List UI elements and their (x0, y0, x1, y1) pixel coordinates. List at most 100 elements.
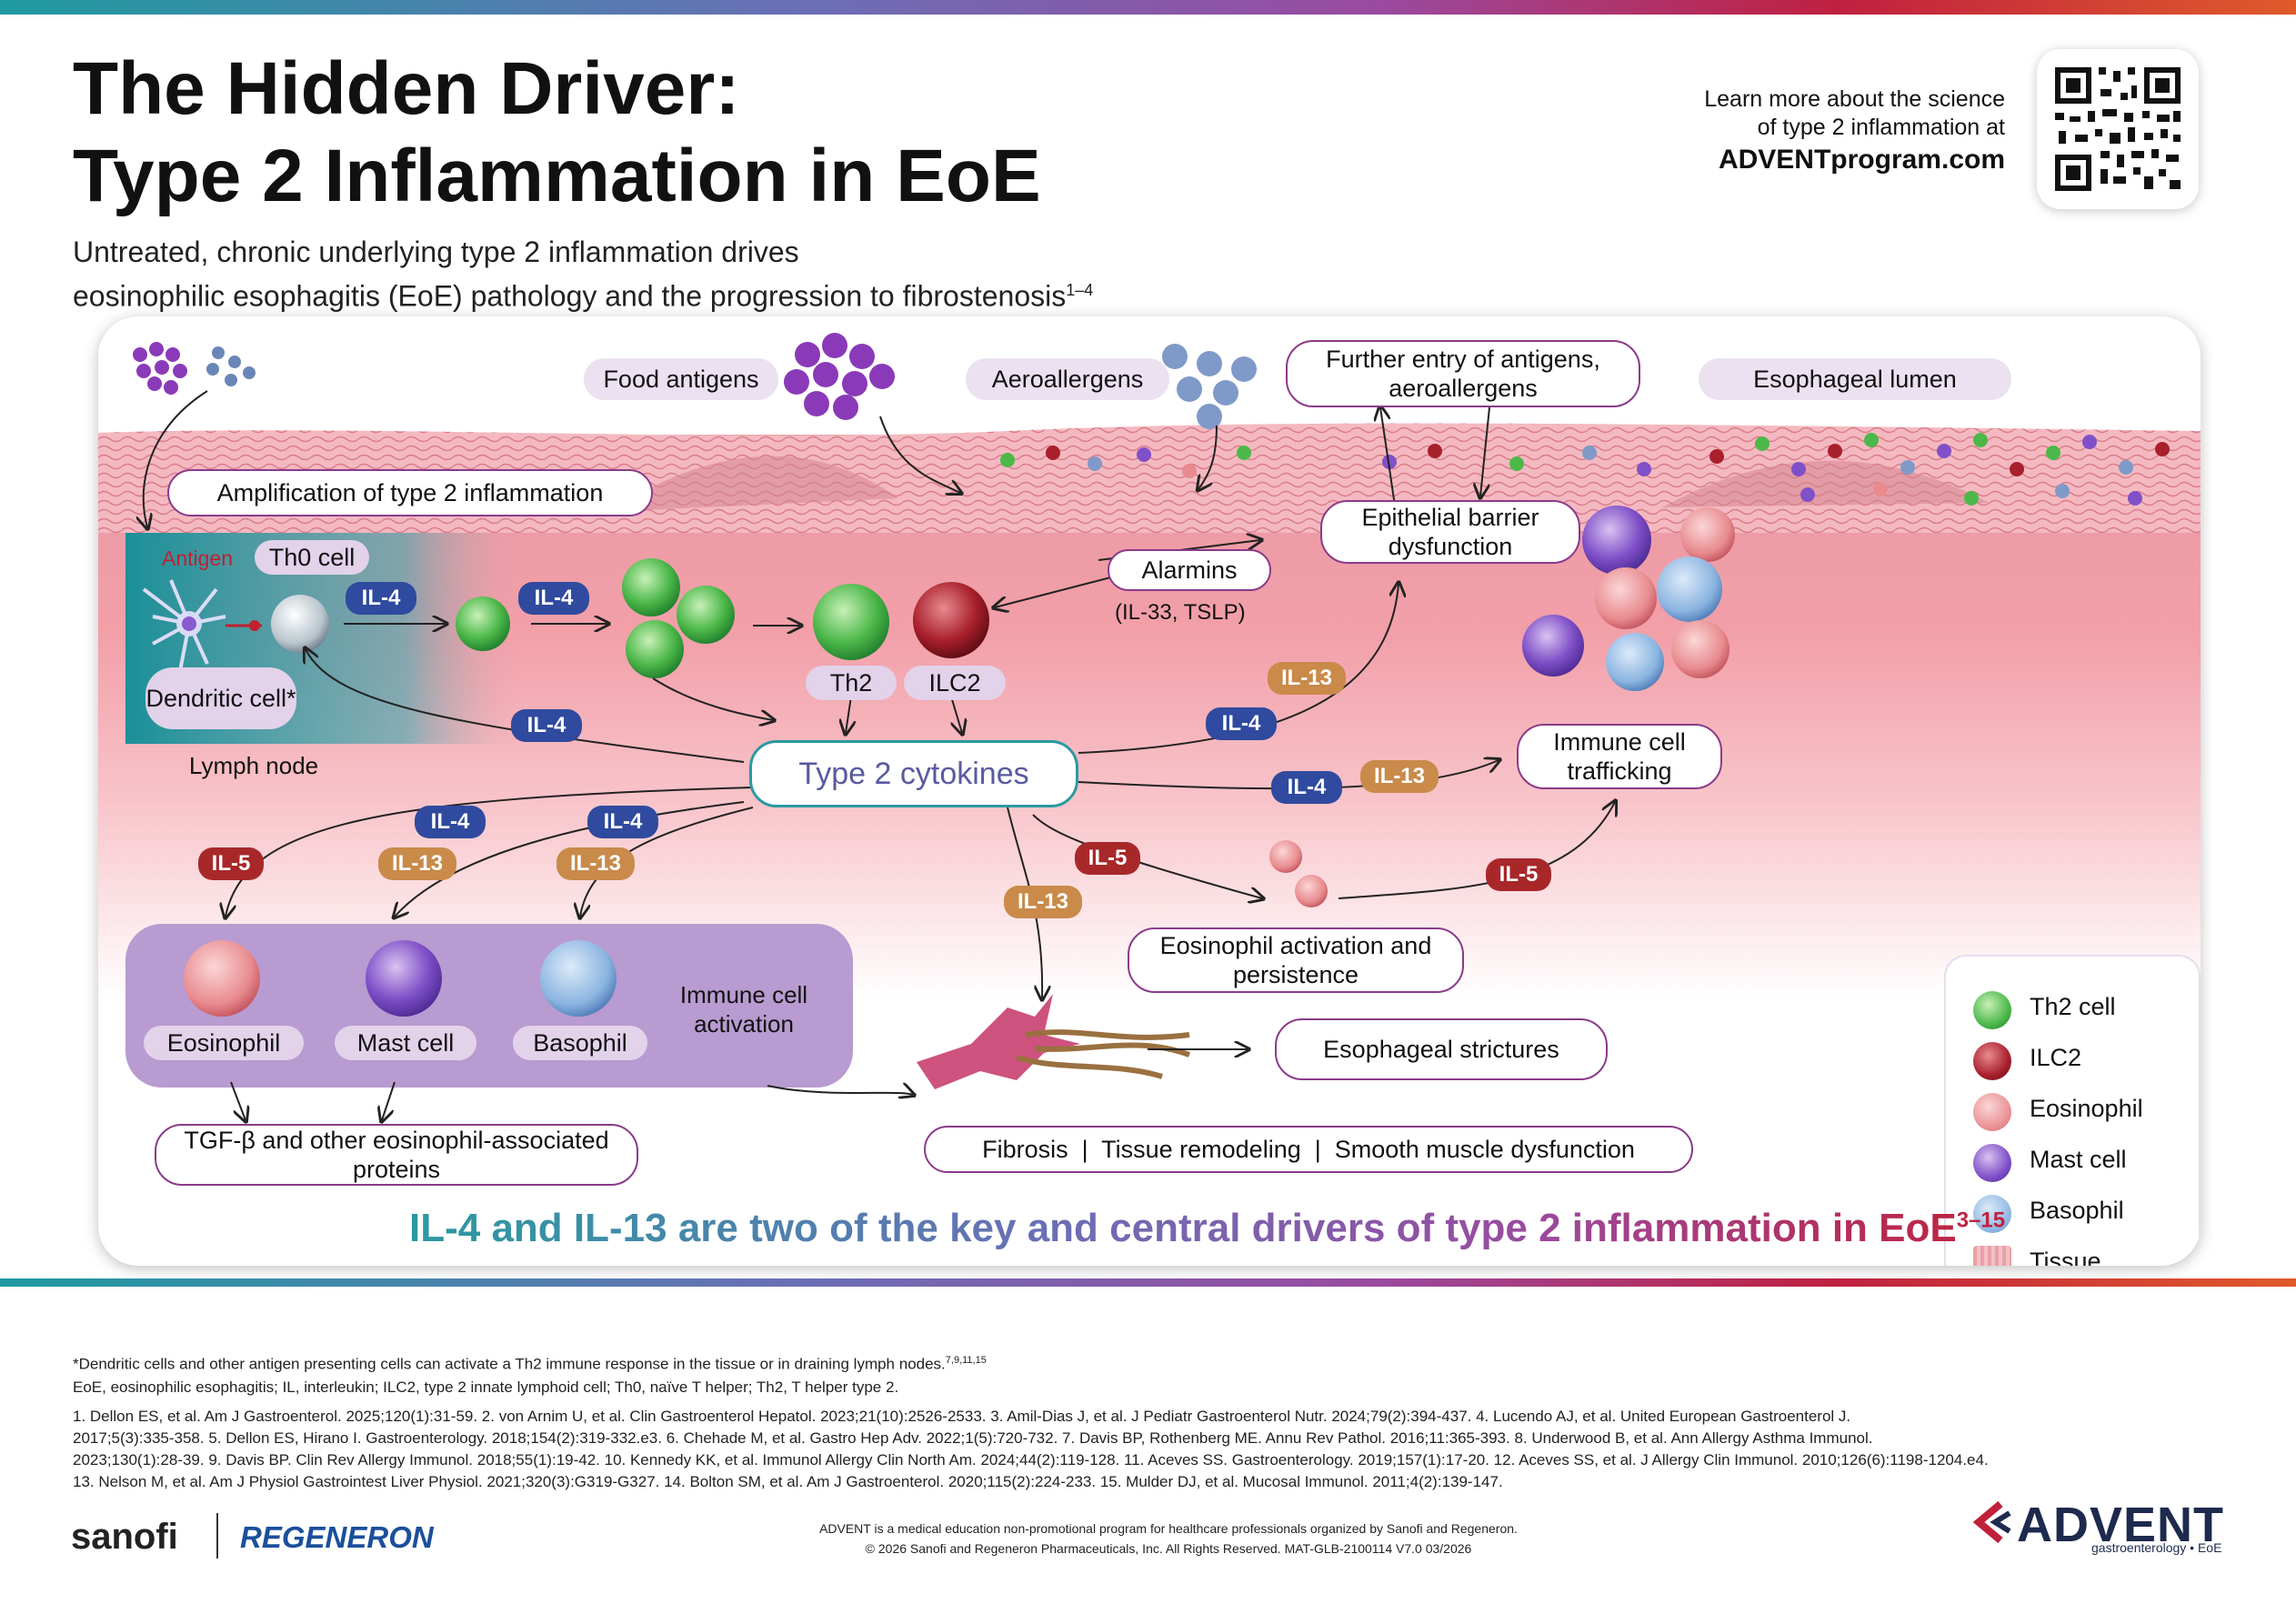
key-message-text: IL-4 and IL-13 are two of the key and ce… (409, 1206, 1957, 1250)
il4-tag: IL-4 (518, 582, 589, 615)
divider-gradient-bar (0, 1278, 2296, 1287)
footnote-dendritic-citation: 7,9,11,15 (945, 1355, 987, 1366)
diagram-panel: Food antigens Aeroallergens Further entr… (98, 316, 2201, 1266)
tgf-beta-label: TGF-β and other eosinophil-associated pr… (155, 1124, 638, 1186)
th2-cell-icon (677, 586, 735, 644)
antigen-label: Antigen (162, 546, 234, 570)
references-line-1: 1. Dellon ES, et al. Am J Gastroenterol.… (73, 1408, 1851, 1425)
th0-cell-icon (271, 595, 329, 653)
food-antigens-label: Food antigens (584, 358, 778, 400)
antigen-dot-icon (249, 620, 260, 631)
legend-label: ILC2 (2030, 1044, 2082, 1071)
esophageal-strictures-label: Esophageal strictures (1275, 1018, 1608, 1080)
eosinophil-icon (1269, 840, 1302, 873)
il5-tag: IL-5 (1075, 842, 1140, 875)
footnote-dendritic: *Dendritic cells and other antigen prese… (73, 1349, 987, 1376)
advent-logo: ADVENT (2017, 1498, 2225, 1552)
alarmins-label: Alarmins (1108, 549, 1271, 591)
th2-cell-icon (626, 620, 684, 678)
type2-cytokines-label: Type 2 cytokines (749, 740, 1078, 807)
advent-logo-tagline: gastroenterology • EoE (2091, 1540, 2222, 1555)
il5-tag: IL-5 (1486, 858, 1551, 891)
antigen-cluster-icon (133, 342, 256, 395)
references-line-2: 2017;5(3):335-358. 5. Dellon ES, Hirano … (73, 1429, 1873, 1447)
tissue-remodeling-icon (1973, 1246, 2011, 1266)
il13-tag: IL-13 (1268, 662, 1346, 695)
title-line-1: The Hidden Driver: (73, 47, 740, 130)
epithelial-barrier-label: Epithelial barrier dysfunction (1320, 500, 1580, 564)
legend-item: ILC2 (1973, 1042, 2081, 1080)
eosinophil-label: Eosinophil (144, 1026, 304, 1060)
il4-tag: IL-4 (1206, 707, 1277, 740)
basophil-icon (540, 940, 617, 1017)
th2-cell-icon (456, 596, 510, 651)
key-message-citation: 3–15 (1956, 1208, 2006, 1233)
legal-footer: ADVENT is a medical education non-promot… (691, 1519, 1646, 1559)
legal-line-1: ADVENT is a medical education non-promot… (819, 1521, 1518, 1536)
further-entry-label: Further entry of antigens, aeroallergens (1286, 340, 1640, 407)
diagram-art (98, 333, 2201, 1266)
dendritic-cell-label: Dendritic cell* (145, 667, 296, 729)
advent-logo-icon (1973, 1500, 2011, 1544)
page-title: The Hidden Driver: Type 2 Inflammation i… (73, 45, 1041, 220)
footnote-dendritic-text: *Dendritic cells and other antigen prese… (73, 1355, 946, 1373)
learn-line-2: of type 2 inflammation at (1757, 115, 2005, 140)
subtitle-line-1: Untreated, chronic underlying type 2 inf… (73, 236, 799, 268)
esophageal-lumen-label: Esophageal lumen (1699, 358, 2011, 400)
mast-cell-icon (366, 940, 442, 1017)
th2-cell-icon (622, 558, 680, 617)
legend-item: Basophil (1973, 1195, 2124, 1233)
subtitle-citation: 1–4 (1066, 281, 1094, 299)
eosinophil-icon (184, 940, 260, 1017)
ilc2-cell-icon (1973, 1042, 2011, 1080)
immune-activation-label: Immune cell activation (679, 981, 808, 1038)
legend-item: Eosinophil (1973, 1093, 2143, 1131)
learn-more-block: Learn more about the science of type 2 i… (1704, 85, 2005, 174)
advent-program-link[interactable]: ADVENTprogram.com (1718, 145, 2005, 175)
dendritic-cell-icon (142, 579, 226, 672)
regeneron-logo: REGENERON (240, 1520, 434, 1554)
mast-cell-label: Mast cell (335, 1026, 476, 1060)
lymph-node-label: Lymph node (189, 752, 319, 779)
il4-tag: IL-4 (415, 806, 486, 838)
th2-cell-icon (813, 584, 889, 660)
th2-label: Th2 (806, 666, 897, 700)
il13-tag: IL-13 (556, 847, 635, 880)
il4-tag: IL-4 (587, 806, 658, 838)
basophil-label: Basophil (513, 1026, 647, 1060)
th0-cell-label: Th0 cell (255, 540, 369, 575)
immune-activation-box (125, 924, 853, 1088)
key-message: IL-4 and IL-13 are two of the key and ce… (409, 1206, 2005, 1251)
immune-cell-cluster (1522, 506, 1735, 691)
footnote-abbreviations: EoE, eosinophilic esophagitis; IL, inter… (73, 1378, 899, 1396)
il4-tag: IL-4 (1271, 771, 1342, 804)
il13-tag: IL-13 (378, 847, 456, 880)
legend-label: Eosinophil (2030, 1095, 2143, 1122)
top-gradient-bar (0, 0, 2296, 15)
legend-item: Mast cell (1973, 1144, 2127, 1182)
title-line-2: Type 2 Inflammation in EoE (73, 135, 1041, 217)
il4-tag: IL-4 (511, 709, 582, 742)
il13-tag: IL-13 (1360, 760, 1439, 793)
eosinophil-icon (1295, 875, 1328, 907)
il5-tag: IL-5 (198, 847, 264, 880)
page-subtitle: Untreated, chronic underlying type 2 inf… (73, 233, 1093, 316)
aeroallergen-icon (1162, 344, 1257, 429)
subtitle-line-2: eosinophilic esophagitis (EoE) pathology… (73, 279, 1067, 313)
basophil-icon (1973, 1195, 2011, 1233)
ilc2-label: ILC2 (904, 666, 1006, 700)
food-antigen-icon (784, 333, 895, 420)
legend-item: Th2 cell (1973, 991, 2116, 1029)
qr-code-icon (2055, 67, 2181, 191)
alarmins-sub-label: (IL-33, TSLP) (1115, 600, 1246, 625)
legend-label: Basophil (2030, 1197, 2124, 1224)
references-line-4: 13. Nelson M, et al. Am J Physiol Gastro… (73, 1473, 1503, 1490)
references-line-3: 2023;130(1):28-39. 9. Davis BP. Clin Rev… (73, 1451, 1989, 1469)
fibrosis-label: Fibrosis | Tissue remodeling | Smooth mu… (924, 1126, 1693, 1173)
learn-line-1: Learn more about the science (1704, 86, 2005, 112)
aeroallergens-label: Aeroallergens (966, 358, 1169, 400)
il13-tag: IL-13 (1004, 886, 1082, 918)
legend-item: Tissue remodeling and fibrosis (1973, 1246, 2182, 1266)
qr-code[interactable] (2037, 49, 2199, 209)
th2-cell-icon (1973, 991, 2011, 1029)
